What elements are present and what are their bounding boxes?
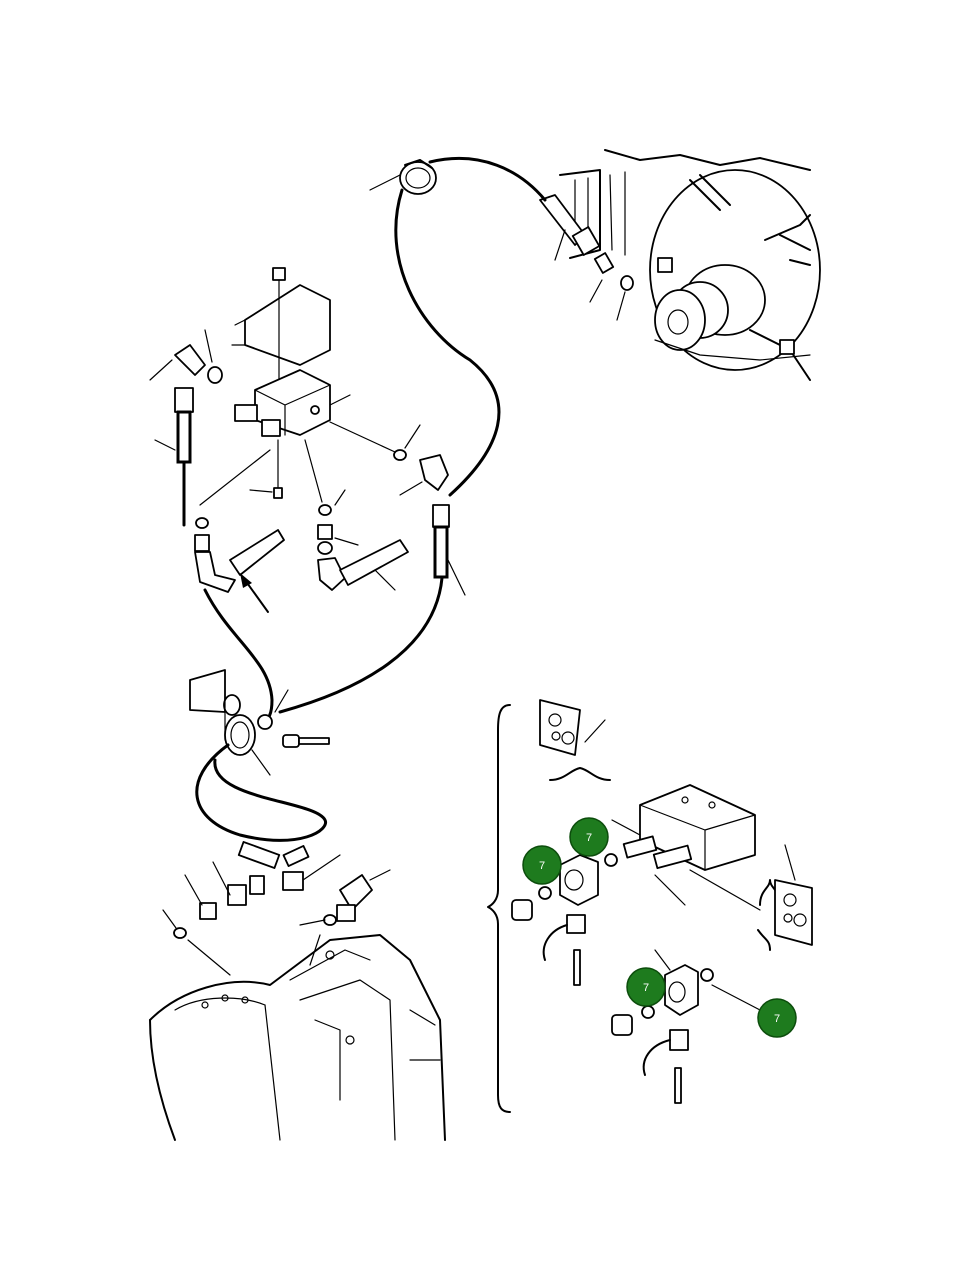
callout-7-upper-right[interactable]: 7 <box>569 817 609 857</box>
elbow-fitting-upper-right <box>539 194 634 321</box>
callout-7-right[interactable]: 7 <box>757 998 797 1038</box>
lower-center-elbow <box>317 539 409 591</box>
hose-clamp-top <box>369 159 437 195</box>
transmission-housing-top <box>559 149 821 381</box>
elbow-left-fitting <box>149 329 223 527</box>
connector-plug-icon-bottom <box>757 844 813 951</box>
callout-7-upper-right-circle <box>569 817 609 857</box>
detail-brace <box>487 704 511 1113</box>
callout-7-right-circle <box>757 998 797 1038</box>
connector-plug-icon-top <box>539 699 611 781</box>
callout-7-upper-right-label: 7 <box>586 832 592 844</box>
detail-coil-lower <box>611 949 761 1104</box>
solenoid-valve-block <box>234 369 351 437</box>
callout-7-lower-label: 7 <box>643 982 649 994</box>
callout-7-lower-circle <box>626 967 666 1007</box>
callout-7-right-label: 7 <box>774 1013 780 1025</box>
callout-7-upper-left[interactable]: 7 <box>522 845 562 885</box>
transmission-housing-bottom <box>149 934 446 1141</box>
hose-lower-loop <box>195 743 327 842</box>
bolt-center <box>249 439 283 499</box>
detail-valve-block <box>639 784 756 871</box>
mounting-bracket <box>231 267 331 381</box>
lower-left-elbow <box>194 449 285 593</box>
washer-stack-center <box>304 439 359 555</box>
callout-7-upper-left-label: 7 <box>539 860 545 872</box>
mid-bolt <box>282 734 330 748</box>
mid-bracket <box>189 669 241 741</box>
leader-to-transmission <box>187 934 321 976</box>
hose-loop-right <box>278 576 444 714</box>
arrow-pointer <box>240 573 269 613</box>
detail-solenoid-stems <box>604 819 761 911</box>
detail-coil-upper <box>511 854 599 986</box>
hose-loop-left <box>394 188 501 497</box>
mid-clamp <box>224 689 289 776</box>
callout-7-lower[interactable]: 7 <box>626 967 666 1007</box>
hose-long-main <box>428 157 547 202</box>
callout-7-upper-left-circle <box>522 845 562 885</box>
lower-hose-end-fittings <box>162 841 391 939</box>
